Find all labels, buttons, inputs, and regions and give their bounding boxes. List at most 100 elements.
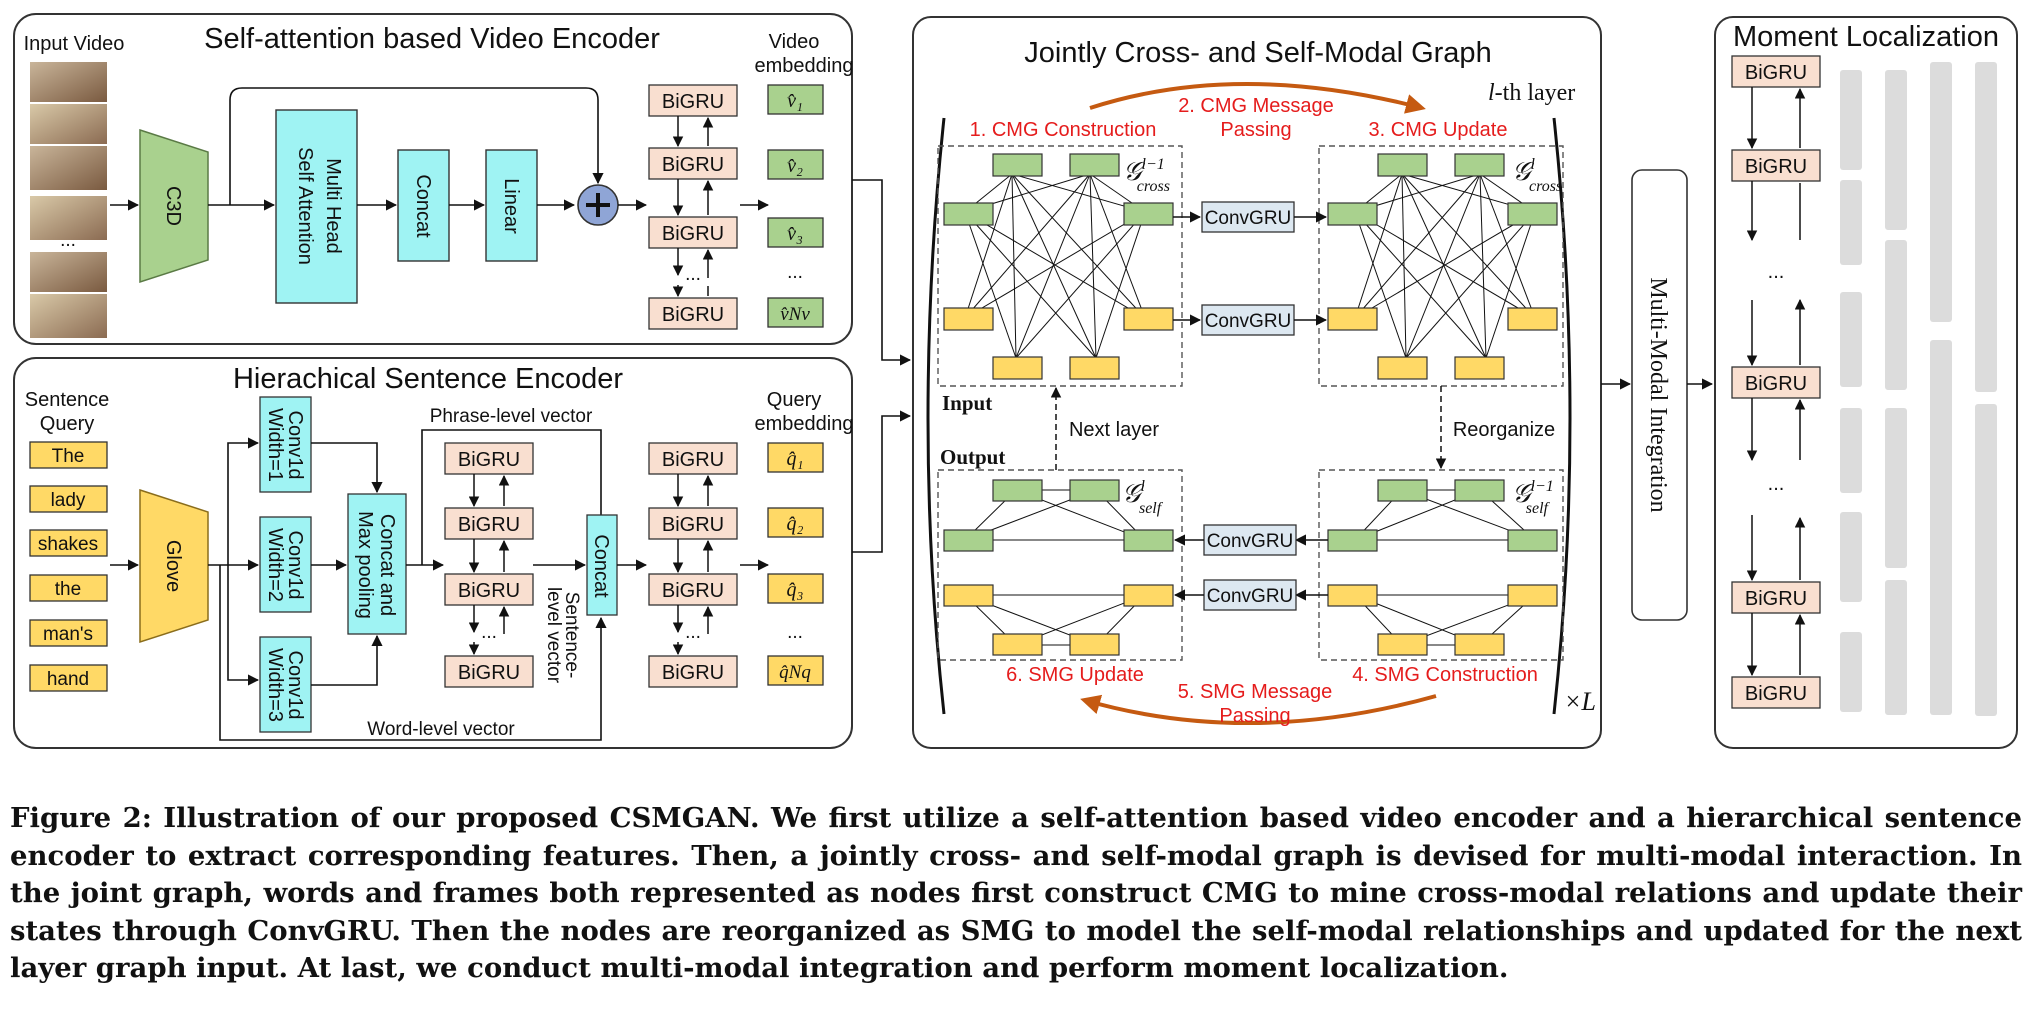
- sentence-query-label-1: Sentence: [25, 389, 110, 411]
- query-embedding-text: q̂₂: [787, 513, 804, 535]
- sent-bigru-3: [444, 573, 534, 606]
- concat-block: [397, 149, 450, 262]
- layer-label-rest: -th layer: [1495, 80, 1576, 106]
- loc-bigru-4-label: BiGRU: [1745, 588, 1807, 610]
- conv1d-width1: [259, 396, 312, 493]
- loc-ellipsis-1: ...: [1768, 261, 1785, 283]
- sentence-vector-label-2: level vector: [543, 587, 564, 684]
- sentence-encoder-panel: [13, 357, 853, 749]
- query-bigru-2: [648, 507, 738, 540]
- conv1d-blocks: Conv1d Width=1 Conv1d Width=2 Conv1d Wid…: [259, 396, 312, 733]
- phrase-vector-label: Phrase-level vector: [430, 406, 593, 427]
- conv1-line1: Conv1d: [284, 411, 306, 480]
- query-bigru-4: [648, 655, 738, 688]
- query-bigru-1: [648, 442, 738, 475]
- video-bigru-stack: BiGRU BiGRU BiGRU ... BiGRU: [648, 84, 738, 330]
- loc-bigru-3: [1731, 366, 1821, 399]
- g-cross-symbol: 𝒢: [1512, 157, 1535, 186]
- sent-bigru-4: [444, 655, 534, 688]
- word-text: shakes: [38, 534, 98, 555]
- query-embedding-node: [767, 573, 824, 604]
- convgru-cmg-bottom: [1201, 304, 1295, 336]
- sent-bigru-2-label: BiGRU: [458, 514, 520, 536]
- video-bigru-4-label: BiGRU: [662, 304, 724, 326]
- g-cross-sub: cross: [1529, 178, 1562, 195]
- proposal-bar: [1840, 70, 1862, 170]
- frames-ellipsis: ...: [60, 230, 76, 251]
- conv3-line2: Width=3: [264, 648, 286, 722]
- video-embeddings: v̂₁ v̂₂ v̂₃ ... v̂Nv: [767, 84, 824, 328]
- query-embedding-label-1: Query: [767, 389, 821, 411]
- proposal-bar: [1975, 62, 1997, 392]
- sent-bigru-4-label: BiGRU: [458, 662, 520, 684]
- video-embedding-label-2: embedding: [755, 55, 854, 77]
- conv1d-width2: [259, 516, 312, 613]
- query-embedding-text: q̂Nq: [779, 662, 811, 683]
- video-embedding-node: [767, 217, 824, 248]
- sentence-query-label-2: Query: [40, 413, 94, 435]
- step4-label: 4. SMG Construction: [1352, 664, 1538, 686]
- g-self-symbol: 𝒢: [1122, 479, 1145, 508]
- word-text: lady: [51, 490, 86, 511]
- sent-bigru-1-label: BiGRU: [458, 449, 520, 471]
- query-bigru-2-label: BiGRU: [662, 514, 724, 536]
- video-frame: [30, 196, 107, 240]
- video-embedding-node: [767, 297, 824, 328]
- video-bigru-3-label: BiGRU: [662, 223, 724, 245]
- moment-proposal-bars: [1840, 62, 1997, 716]
- step2-label-1: 2. CMG Message: [1178, 95, 1334, 117]
- proposal-bar: [1930, 340, 1952, 715]
- video-embedding-text: v̂₃: [787, 223, 803, 245]
- g-self-prev-symbol: 𝒢: [1512, 479, 1535, 508]
- loc-bigru-2-label: BiGRU: [1745, 156, 1807, 178]
- convgru-cmg-bottom-label: ConvGRU: [1205, 311, 1292, 332]
- localization-bigru-stack: BiGRU BiGRU ... BiGRU ... BiGRU BiGRU: [1731, 55, 1821, 709]
- glove-label: Glove: [162, 540, 184, 592]
- query-embedding-label-2: embedding: [755, 413, 854, 435]
- c3d-block: [139, 128, 209, 284]
- video-bigru-2-label: BiGRU: [662, 154, 724, 176]
- query-bigru-4-label: BiGRU: [662, 662, 724, 684]
- word-node: [29, 485, 108, 513]
- layer-label-l: l: [1488, 80, 1495, 106]
- residual-add-icon: [577, 184, 619, 226]
- convgru-smg-bottom-label: ConvGRU: [1207, 586, 1294, 607]
- video-embedding-ellipsis: ...: [787, 262, 803, 283]
- proposal-bar: [1840, 180, 1862, 265]
- sentence-encoder-title: Hierachical Sentence Encoder: [233, 363, 623, 395]
- video-embedding-text: v̂Nv: [780, 304, 810, 325]
- video-bigru-1: [648, 84, 738, 117]
- concat-maxpool-block: [347, 493, 407, 635]
- proposal-bar: [1885, 580, 1907, 715]
- step5-label-2: Passing: [1219, 705, 1290, 727]
- integration-label: Multi-Modal Integration: [1645, 277, 1671, 512]
- conv1d-width3: [259, 636, 312, 733]
- query-bigru-ellipsis: ...: [685, 622, 701, 643]
- word-node: [29, 664, 108, 692]
- integration-block: [1631, 169, 1688, 621]
- loc-bigru-2: [1731, 149, 1821, 182]
- g-self-sup: l: [1141, 478, 1146, 495]
- linear-block: [485, 149, 538, 262]
- graph-panel: [912, 16, 1602, 749]
- video-bigru-ellipsis: ...: [685, 264, 701, 285]
- video-frame: [30, 294, 107, 338]
- csmgan-diagram: Self-attention based Video Encoder Input…: [13, 13, 2018, 749]
- left-paren: [926, 117, 946, 715]
- video-encoder-title: Self-attention based Video Encoder: [204, 23, 660, 55]
- query-embedding-ellipsis: ...: [787, 622, 803, 643]
- query-embedding-text: q̂₁: [787, 448, 804, 470]
- g-self-sub: self: [1139, 500, 1164, 517]
- input-label: Input: [942, 391, 992, 415]
- query-embeddings: q̂₁ q̂₂ q̂₃ ... q̂Nq: [767, 442, 824, 686]
- step1-label: 1. CMG Construction: [970, 119, 1157, 141]
- localization-title: Moment Localization: [1733, 21, 1999, 53]
- output-label: Output: [940, 445, 1005, 469]
- concat-maxpool-label-2: Max pooling: [354, 511, 376, 619]
- proposal-bar: [1840, 292, 1862, 387]
- convgru-cmg-top-label: ConvGRU: [1205, 208, 1292, 229]
- smg-graph: 𝒢l self: [937, 469, 1183, 661]
- word-text: man's: [43, 624, 93, 645]
- right-paren: [1552, 117, 1572, 715]
